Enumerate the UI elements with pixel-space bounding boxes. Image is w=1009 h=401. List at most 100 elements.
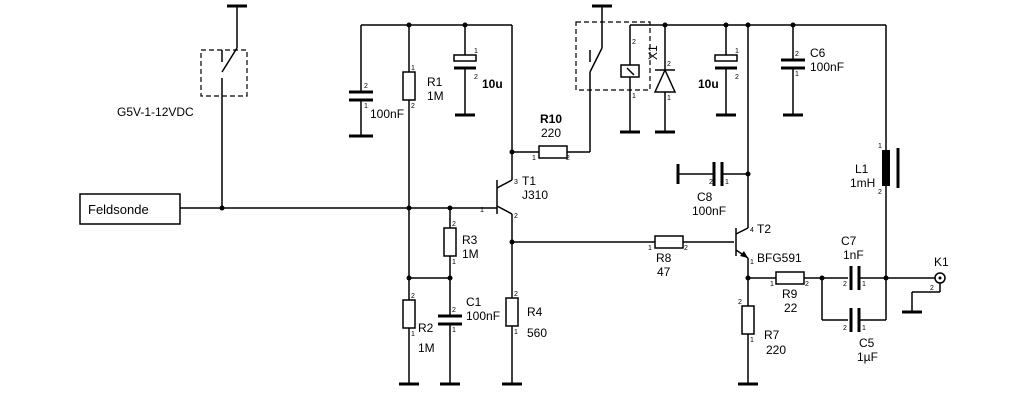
svg-text:1: 1 [474,48,478,55]
resistor-r3: 2 1 [443,205,457,278]
svg-text:2: 2 [411,293,415,300]
svg-text:1: 1 [878,143,882,150]
svg-text:2: 2 [843,281,847,288]
elco-right-value: 10u [698,77,719,91]
svg-text:2: 2 [566,155,570,162]
connector-k1: 2 [902,272,946,314]
r4-value: 560 [527,326,547,340]
c8-name: C8 [697,190,713,204]
c6-name: C6 [810,46,826,60]
relay-g5v [200,4,248,208]
resistor-r10: 1 2 [512,72,591,162]
svg-text:1: 1 [452,259,456,266]
svg-text:2: 2 [667,61,671,68]
svg-text:1: 1 [411,65,415,72]
svg-text:2: 2 [805,281,809,288]
r4-name: R4 [527,305,543,319]
l1-name: L1 [855,162,869,176]
r3-value: 1M [462,247,479,261]
diode-x1: 2 1 [653,25,677,134]
svg-text:1: 1 [364,103,368,110]
resistor-r9: 1 2 [748,271,848,288]
r9-value: 22 [784,301,798,315]
r10-name: R10 [540,112,562,126]
capacitor-c6: 2 1 [781,25,805,117]
capacitor-c7: 2 1 [843,266,886,290]
capacitor-c1: 2 1 [438,278,462,386]
svg-text:2: 2 [514,213,518,220]
inductor-l1: 1 2 [878,25,900,278]
svg-text:1: 1 [632,93,636,100]
relay-2: 2 1 [575,4,748,134]
svg-text:2: 2 [474,74,478,81]
svg-text:1: 1 [648,245,652,252]
c1-name: C1 [466,295,482,309]
svg-text:1: 1 [735,48,739,55]
svg-text:2: 2 [709,179,713,186]
svg-text:1: 1 [862,325,866,332]
svg-text:1: 1 [667,95,671,102]
r10-value: 220 [541,126,561,140]
r2-value: 1M [418,341,435,355]
c7-name: C7 [841,234,857,248]
r3-name: R3 [462,233,478,247]
svg-text:1: 1 [480,207,484,214]
svg-text:2: 2 [795,51,799,58]
capacitor-c5: 2 1 [821,278,887,332]
electrolytic-capacitor-left: 1 2 [453,25,478,117]
r9-name: R9 [782,287,798,301]
l1-value: 1mH [850,176,875,190]
svg-text:2: 2 [684,245,688,252]
svg-text:1: 1 [411,331,415,338]
c1-value: 100nF [466,309,500,323]
svg-text:1: 1 [795,71,799,78]
svg-text:1: 1 [750,337,754,344]
c6-value: 100nF [810,60,844,74]
t1-type: J310 [522,188,548,202]
svg-text:1: 1 [532,155,536,162]
probe-label: Feldsonde [88,202,149,217]
c5-name: C5 [859,336,875,350]
t2-name: T2 [757,222,771,236]
c-left-value: 100nF [370,107,404,121]
svg-text:2: 2 [364,83,368,90]
svg-text:2: 2 [411,103,415,110]
t2-type: BFG591 [757,251,802,265]
svg-text:2: 2 [878,189,882,196]
svg-text:1: 1 [750,259,754,266]
resistor-r2: 2 1 [399,278,419,386]
r2-name: R2 [418,321,434,335]
r1-value: 1M [427,89,444,103]
resistor-r1: 1 2 [402,25,416,278]
capacitor-c8: 2 1 [676,162,748,186]
svg-text:2: 2 [452,221,456,228]
r8-value: 47 [657,265,671,279]
svg-text:1: 1 [725,179,729,186]
relay-g5v-label: G5V-1-12VDC [117,105,194,119]
svg-text:2: 2 [632,39,636,46]
svg-text:1: 1 [452,327,456,334]
svg-text:2: 2 [514,291,518,298]
resistor-r4: 2 1 [502,291,522,386]
svg-text:1: 1 [770,281,774,288]
k1-name: K1 [934,255,949,269]
transistor-t2: 4 1 [735,227,754,306]
svg-text:2: 2 [738,299,742,306]
capacitor-100nf-left: 2 1 [349,25,373,138]
r7-name: R7 [764,328,780,342]
svg-text:1: 1 [514,329,518,336]
c8-value: 100nF [692,204,726,218]
electrolytic-capacitor-right: 1 2 [714,25,739,117]
svg-text:2: 2 [452,307,456,314]
svg-text:2: 2 [735,74,739,81]
svg-text:3: 3 [514,179,518,186]
r1-name: R1 [427,75,443,89]
resistor-r7: 2 1 [738,299,758,386]
t1-name: T1 [522,174,536,188]
resistor-r8: 1 2 [648,235,734,252]
probe-box [79,193,181,225]
transistor-t1: 3 2 [496,25,518,298]
svg-text:1: 1 [862,281,866,288]
c7-value: 1nF [843,248,864,262]
svg-text:2: 2 [843,325,847,332]
